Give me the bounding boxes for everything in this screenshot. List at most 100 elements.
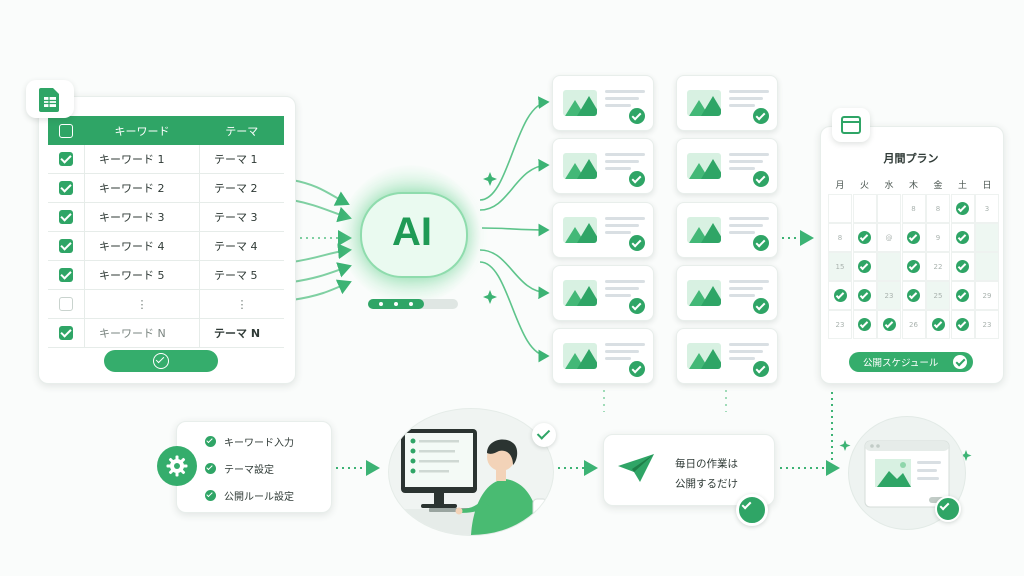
image-thumbnail-icon <box>563 90 597 116</box>
theme-cell: テーマ 3 <box>199 202 284 232</box>
calendar-day[interactable]: 25 <box>926 281 950 310</box>
check-icon <box>882 318 896 331</box>
daily-text-line1: 毎日の作業は <box>675 458 738 470</box>
weekday-label: 木 <box>908 181 918 191</box>
calendar-day[interactable] <box>950 194 975 223</box>
article-card[interactable] <box>676 328 778 384</box>
calendar-day[interactable]: 23 <box>975 310 999 339</box>
calendar-day[interactable] <box>950 252 975 281</box>
ai-label: AI <box>392 210 432 254</box>
image-thumbnail-icon <box>687 90 721 116</box>
calendar-day[interactable] <box>877 194 901 223</box>
sparkle-icon <box>483 172 497 186</box>
flow-arrow <box>780 388 833 469</box>
calendar-day[interactable]: 26 <box>901 310 926 339</box>
calendar-day[interactable] <box>926 310 950 339</box>
weekday-label: 月 <box>835 181 845 191</box>
calendar-day[interactable] <box>950 281 975 310</box>
article-card[interactable] <box>676 75 778 131</box>
calendar-day[interactable]: 23 <box>828 310 852 339</box>
calendar-day[interactable]: 8 <box>901 194 926 223</box>
row-checkbox[interactable] <box>48 289 85 319</box>
sparkle-icon <box>960 450 972 461</box>
row-checkbox[interactable] <box>48 260 85 290</box>
publish-schedule-button[interactable]: 公開スケジュール <box>849 352 973 372</box>
calendar-day[interactable]: 3 <box>975 194 999 223</box>
calendar-day[interactable] <box>975 223 999 252</box>
calendar-day[interactable]: 9 <box>926 223 950 252</box>
daily-text-line2: 公開するだけ <box>675 478 738 490</box>
setting-label: テーマ設定 <box>224 465 274 476</box>
calendar-day[interactable] <box>950 223 975 252</box>
calendar-day[interactable] <box>852 223 877 252</box>
check-icon <box>753 361 769 377</box>
row-checkbox[interactable] <box>48 145 85 174</box>
article-card[interactable] <box>552 265 654 321</box>
input-arrow <box>291 279 352 301</box>
article-card[interactable] <box>676 265 778 321</box>
row-checkbox[interactable] <box>48 231 85 261</box>
table-row: キーワード 2 テーマ 2 <box>48 173 284 203</box>
check-icon <box>858 318 871 331</box>
check-icon <box>858 289 871 302</box>
calendar-day[interactable]: 8 <box>828 223 852 252</box>
select-all-checkbox[interactable] <box>48 116 85 145</box>
article-card[interactable] <box>552 75 654 131</box>
calendar-day[interactable] <box>852 252 877 281</box>
calendar-day[interactable] <box>852 194 877 223</box>
calendar-day[interactable] <box>828 194 852 223</box>
table-row: ⋮ ⋮ <box>48 289 284 319</box>
calendar-day[interactable] <box>877 310 901 339</box>
calendar-day[interactable]: 8 <box>926 194 950 223</box>
theme-cell: ⋮ <box>199 289 284 319</box>
calendar-day[interactable] <box>901 223 926 252</box>
row-checkbox[interactable] <box>48 202 85 232</box>
calendar-day[interactable]: 15 <box>828 252 852 281</box>
row-checkbox[interactable] <box>48 318 85 348</box>
weekday-label: 日 <box>982 181 992 191</box>
calendar-day[interactable] <box>901 281 926 310</box>
calendar-title: 月間プラン <box>883 152 939 165</box>
input-arrow <box>291 262 352 283</box>
published-page-illustration <box>848 416 966 530</box>
monitor-checklist <box>410 438 459 474</box>
calendar-day[interactable] <box>950 310 975 339</box>
calendar-day[interactable] <box>828 281 852 310</box>
calendar-day[interactable] <box>852 310 877 339</box>
sparkle-icon <box>483 290 497 304</box>
calendar-day[interactable] <box>877 252 901 281</box>
calendar-day[interactable]: @ <box>877 223 901 252</box>
article-card[interactable] <box>676 202 778 258</box>
output-branch <box>481 223 550 237</box>
calendar-day[interactable]: 23 <box>877 281 901 310</box>
ai-progress-fill <box>368 299 424 309</box>
table-row: キーワード 1 テーマ 1 <box>48 145 284 174</box>
check-icon <box>956 289 969 302</box>
check-icon <box>205 463 216 474</box>
check-icon <box>953 355 967 369</box>
gear-icon[interactable] <box>157 446 197 486</box>
calendar-day[interactable]: 22 <box>926 252 950 281</box>
theme-cell: テーマ 5 <box>199 260 284 290</box>
check-icon <box>956 231 969 244</box>
article-card[interactable] <box>552 138 654 194</box>
keyword-cell: キーワード 5 <box>84 260 200 290</box>
input-arrow <box>291 179 350 206</box>
output-branch <box>479 96 550 201</box>
ai-progress-bar <box>368 299 458 309</box>
confirm-button[interactable] <box>104 350 218 372</box>
calendar-day[interactable] <box>975 252 999 281</box>
table-row: キーワード 4 テーマ 4 <box>48 231 284 261</box>
calendar-day[interactable] <box>901 252 926 281</box>
output-branch <box>479 261 550 363</box>
check-icon <box>753 298 769 314</box>
person-at-computer-illustration <box>388 408 554 536</box>
check-icon <box>205 490 216 501</box>
check-icon <box>753 108 769 124</box>
article-card[interactable] <box>552 328 654 384</box>
calendar-day[interactable] <box>852 281 877 310</box>
calendar-day[interactable]: 29 <box>975 281 999 310</box>
article-card[interactable] <box>676 138 778 194</box>
article-card[interactable] <box>552 202 654 258</box>
row-checkbox[interactable] <box>48 173 85 203</box>
